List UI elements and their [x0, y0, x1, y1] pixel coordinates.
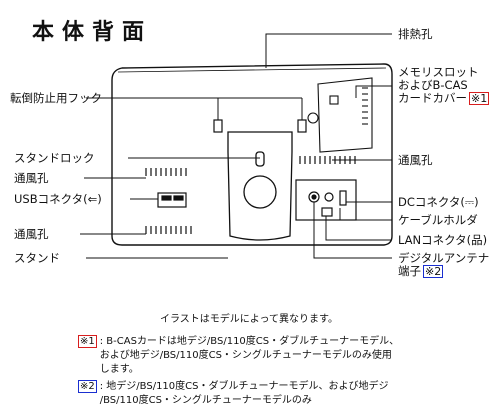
footnote-2-line1: : 地デジ/BS/110度CS・ダブルチューナーモデル、および地デジ [99, 381, 389, 392]
usb-ports [157, 192, 187, 208]
label-memory-slot-cover-2: およびB-CAS [398, 78, 468, 92]
tip-prevention-hooks [213, 119, 307, 133]
label-heat-vent: 排熱孔 [398, 27, 433, 41]
footnote-2-line2: /BS/110度CS・シングルチューナーモデルのみ [99, 395, 312, 406]
pc-body [111, 63, 393, 246]
label-dc-connector: DCコネクタ(⎓) [398, 195, 479, 209]
label-memory-slot-cover-1: メモリスロット [398, 65, 479, 79]
label-cable-holder: ケーブルホルダ [398, 213, 478, 227]
left-vents [145, 168, 192, 234]
stand-shape [227, 131, 293, 241]
label-vent-right: 通風孔 [398, 153, 433, 167]
label-usb-connector: USBコネクタ(⇐) [14, 192, 102, 206]
memory-slot-cover [307, 77, 373, 153]
footnote-1-mark: ※1 [78, 335, 97, 348]
footnote-2: ※2: 地デジ/BS/110度CS・ダブルチューナーモデル、および地デジ/BS/… [78, 380, 389, 408]
footnote-2-mark: ※2 [78, 380, 97, 393]
illustration-caption: イラストはモデルによって異なります。 [160, 314, 338, 325]
label-vent-left-lower: 通風孔 [14, 227, 49, 241]
footnote-1-line3: します。 [99, 364, 139, 375]
label-digital-antenna-2: 端子※2 [398, 264, 444, 278]
leader-lines [80, 33, 392, 259]
label-lan-connector: LANコネクタ(品) [398, 233, 488, 247]
label-memory-slot-cover-3: カードカバー※1 [398, 91, 490, 105]
label-vent-left-upper: 通風孔 [14, 171, 49, 185]
note2-mark: ※2 [423, 265, 444, 278]
connector-panel [295, 179, 357, 221]
label-stand-lock: スタンドロック [14, 151, 95, 165]
footnote-1-line2: および地デジ/BS/110度CS・シングルチューナーモデルのみ使用 [99, 350, 392, 361]
page-title: 本体背面 [32, 20, 153, 45]
label-digital-antenna-1: デジタルアンテナ [398, 251, 490, 265]
footnote-1: ※1: B-CASカードは地デジ/BS/110度CS・ダブルチューナーモデル、お… [78, 335, 399, 377]
footnote-1-line1: : B-CASカードは地デジ/BS/110度CS・ダブルチューナーモデル、 [99, 336, 400, 347]
label-stand: スタンド [14, 251, 60, 265]
label-tip-prevention-hook: 転倒防止用フック [10, 91, 102, 105]
note1-mark: ※1 [469, 92, 490, 105]
